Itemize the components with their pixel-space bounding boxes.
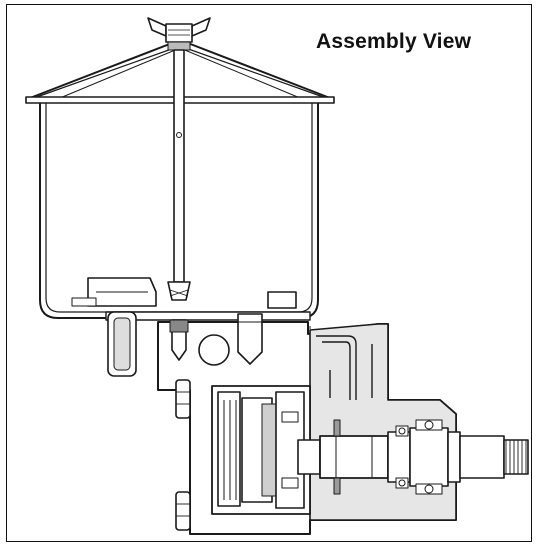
- drive-shaft: [297, 427, 529, 487]
- valve-plug: [237, 313, 263, 365]
- reservoir-bowl: [39, 103, 319, 321]
- shaft-seal: [333, 419, 341, 495]
- mounting-boss: [107, 311, 137, 377]
- valve-cavity: [198, 334, 230, 366]
- wing-nut: [147, 17, 211, 51]
- tie-rod: [173, 49, 185, 283]
- rotor-group: [211, 385, 311, 515]
- flow-passage: [316, 335, 373, 400]
- figure-title: Assembly View: [316, 30, 472, 53]
- inlet-nozzle: [169, 319, 189, 361]
- shaft-bearing: [395, 419, 443, 495]
- housing-bolt: [175, 491, 191, 531]
- housing-bolt: [175, 379, 191, 419]
